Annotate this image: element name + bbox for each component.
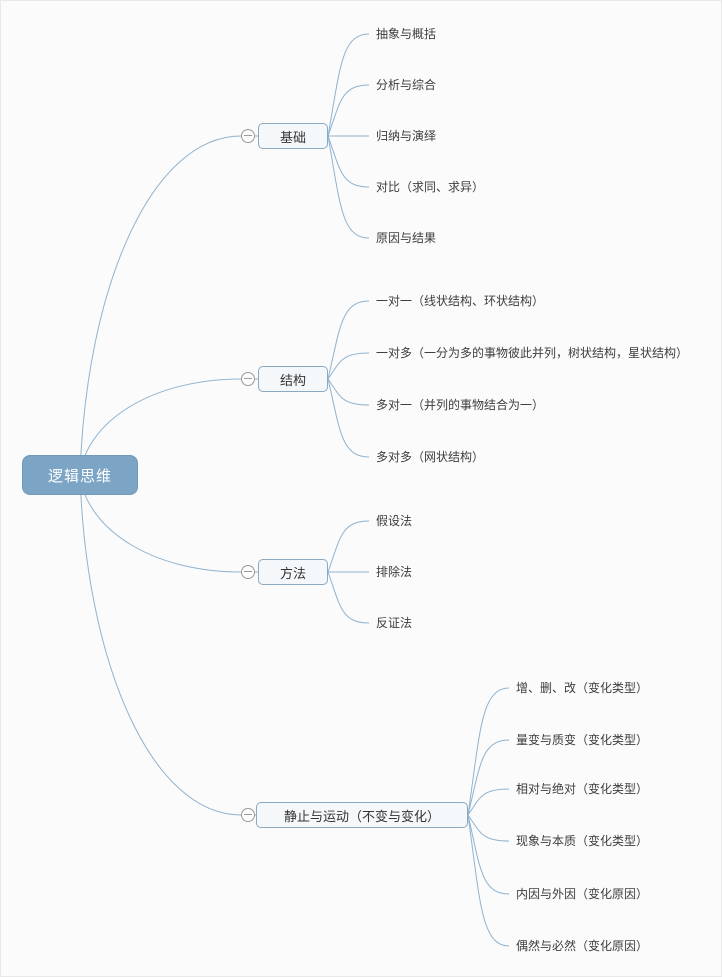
leaf-node[interactable]: 量变与质变（变化类型） — [516, 733, 649, 747]
branch-node-structure[interactable]: 结构 — [258, 366, 328, 392]
leaf-node[interactable]: 对比（求同、求异） — [376, 180, 485, 194]
leaf-node[interactable]: 相对与绝对（变化类型） — [516, 782, 649, 796]
leaf-node[interactable]: 排除法 — [376, 565, 413, 579]
leaf-node[interactable]: 现象与本质（变化类型） — [516, 834, 649, 848]
leaf-node[interactable]: 分析与综合 — [376, 78, 437, 92]
leaf-node[interactable]: 原因与结果 — [376, 231, 437, 245]
collapse-icon[interactable] — [241, 808, 255, 822]
leaf-node[interactable]: 假设法 — [376, 514, 413, 528]
root-node[interactable]: 逻辑思维 — [22, 455, 138, 495]
branch-node-motion[interactable]: 静止与运动（不变与变化） — [256, 802, 468, 828]
leaf-node[interactable]: 一对一（线状结构、环状结构） — [376, 294, 545, 308]
branch-node-foundation[interactable]: 基础 — [258, 123, 328, 149]
leaf-node[interactable]: 内因与外因（变化原因） — [516, 887, 649, 901]
leaf-node[interactable]: 多对多（网状结构） — [376, 450, 485, 464]
leaf-node[interactable]: 多对一（并列的事物结合为一） — [376, 398, 545, 412]
collapse-icon[interactable] — [241, 372, 255, 386]
leaf-node[interactable]: 抽象与概括 — [376, 27, 437, 41]
leaf-node[interactable]: 增、删、改（变化类型） — [516, 681, 649, 695]
leaf-node[interactable]: 归纳与演绎 — [376, 129, 437, 143]
leaf-node[interactable]: 一对多（一分为多的事物彼此并列，树状结构，星状结构） — [376, 346, 689, 360]
collapse-icon[interactable] — [241, 129, 255, 143]
collapse-icon[interactable] — [241, 565, 255, 579]
branch-node-method[interactable]: 方法 — [258, 559, 328, 585]
leaf-node[interactable]: 偶然与必然（变化原因） — [516, 939, 649, 953]
leaf-node[interactable]: 反证法 — [376, 616, 413, 630]
